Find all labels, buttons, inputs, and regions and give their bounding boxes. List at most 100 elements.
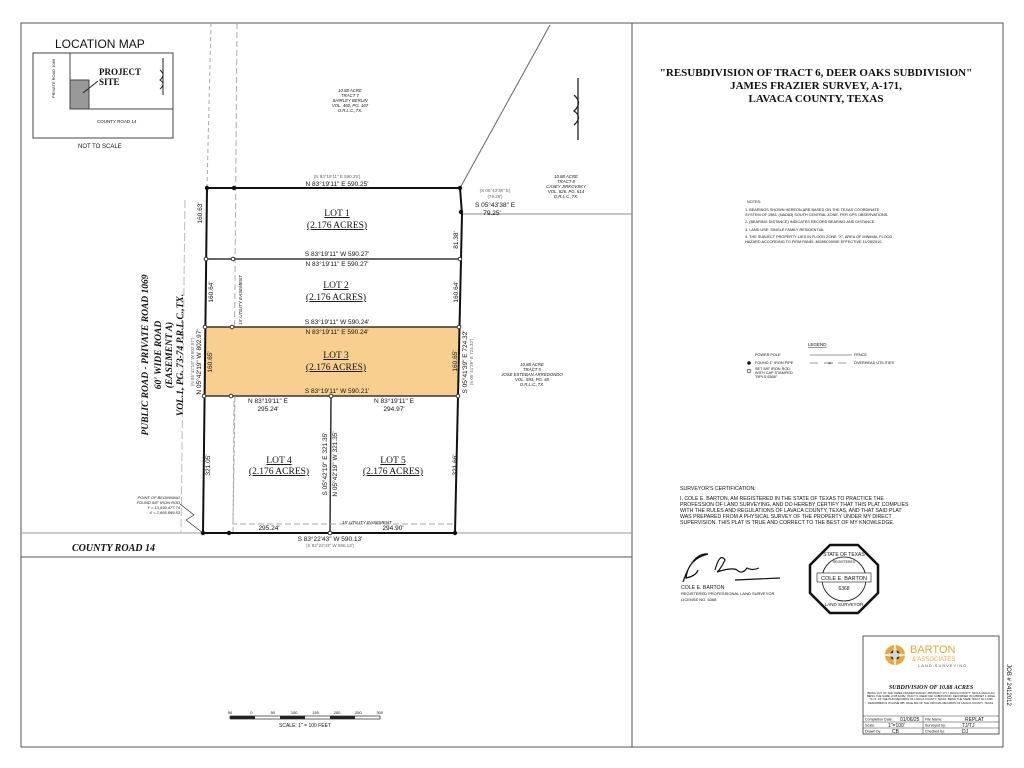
svg-text:BARTON: BARTON	[910, 644, 955, 656]
svg-text:TJ/TJ: TJ/TJ	[962, 723, 975, 729]
svg-text:File Name:: File Name:	[925, 718, 942, 722]
svg-text:6368: 6368	[838, 586, 849, 592]
svg-text:SITE: SITE	[99, 77, 120, 87]
svg-text:Checked by:: Checked by:	[925, 730, 945, 734]
svg-text:S 05°41'39" E 724.32': S 05°41'39" E 724.32'	[461, 330, 469, 393]
svg-text:OH: OH	[828, 361, 833, 365]
svg-text:WITH THE RULES AND REGULATIONS: WITH THE RULES AND REGULATIONS OF LAVACA…	[680, 508, 902, 514]
project-site-marker	[69, 79, 90, 110]
scale-tick-label: 150	[312, 710, 319, 715]
svg-text:VOL. 593, PG. 48: VOL. 593, PG. 48	[515, 377, 550, 382]
svg-text:(EASEMENT A): (EASEMENT A)	[164, 322, 175, 388]
north-arrow-icon	[572, 78, 580, 140]
svg-text:TRACT 7: TRACT 7	[341, 93, 360, 98]
north-arrow-icon	[159, 58, 164, 95]
svg-text:O.R.L.C.,TX.: O.R.L.C.,TX.	[520, 382, 545, 387]
svg-text:S 83°19'11" W 590.24': S 83°19'11" W 590.24'	[305, 318, 369, 326]
svg-text:N 83°19'11" E 590.27': N 83°19'11" E 590.27'	[306, 260, 369, 268]
svg-text:S 05°42'19" E 321.35': S 05°42'19" E 321.35'	[321, 432, 329, 495]
iron-rod-icon	[746, 368, 752, 374]
iron-pipe-icon	[747, 361, 751, 365]
svg-text:294.97': 294.97'	[383, 406, 404, 413]
svg-text:POWER POLE: POWER POLE	[755, 353, 781, 357]
scale-tick-label: 300	[376, 710, 383, 715]
svg-text:VOL. 460, PG. 167: VOL. 460, PG. 167	[332, 103, 369, 108]
svg-text:(2.176 ACRES): (2.176 ACRES)	[249, 466, 309, 477]
lot-3-highlight	[204, 327, 459, 396]
svg-text:& ASSOCIATES: & ASSOCIATES	[912, 657, 955, 663]
svg-text:(2.176 ACRES): (2.176 ACRES)	[306, 292, 366, 303]
svg-text:Y = 13,639,477.74: Y = 13,639,477.74	[147, 505, 181, 510]
svg-text:Drawn by:: Drawn by:	[865, 730, 881, 734]
svg-text:S 05°43'38" E: S 05°43'38" E	[475, 201, 516, 209]
svg-text:(S 83°22'43" W 590.13'): (S 83°22'43" W 590.13')	[306, 543, 354, 548]
property-boundary	[201, 187, 464, 534]
svg-text:VOL. 826, PG. 614: VOL. 826, PG. 614	[548, 189, 585, 194]
svg-text:DJ: DJ	[962, 729, 969, 735]
svg-text:160.64': 160.64'	[453, 281, 460, 302]
svg-text:N 83°19'11" E: N 83°19'11" E	[248, 397, 289, 405]
svg-text:160.65': 160.65'	[207, 351, 214, 372]
svg-text:295.24': 295.24'	[258, 525, 279, 532]
lot-5-label: LOT 5	[380, 456, 406, 466]
svg-text:79.25': 79.25'	[483, 210, 501, 217]
svg-text:N 83°19'11" E 590.25': N 83°19'11" E 590.25'	[306, 180, 369, 188]
scale-tick-label: 50	[228, 710, 233, 715]
lot-1-label: LOT 1	[324, 209, 350, 219]
svg-text:01/06/25: 01/06/25	[900, 717, 920, 723]
svg-text:160.65': 160.65'	[452, 350, 459, 371]
svg-text:N 83°19'11" E: N 83°19'11" E	[374, 397, 415, 405]
svg-text:(N 05°42'19" W 802.97'): (N 05°42'19" W 802.97')	[190, 337, 195, 386]
svg-text:10.88 ACRE: 10.88 ACRE	[338, 88, 362, 93]
signature	[682, 553, 781, 583]
svg-text:SURVEYOR'S CERTIFICATION:: SURVEYOR'S CERTIFICATION:	[680, 486, 756, 492]
svg-text:PROJECT: PROJECT	[99, 67, 141, 77]
svg-text:TRACT 5: TRACT 5	[523, 367, 542, 372]
scale-tick-label: 100	[291, 710, 298, 715]
plat-title: "RESUBDIVISION OF TRACT 6, DEER OAKS SUB…	[660, 67, 972, 79]
scale-tick-label: 250	[355, 710, 362, 715]
svg-text:N 83°19'11" E 590.24': N 83°19'11" E 590.24'	[306, 328, 369, 336]
svg-text:321.05': 321.05'	[205, 454, 212, 475]
job-number: JOB # 2412012	[1005, 664, 1011, 706]
svg-text:SUPERVISION. THIS PLAT IS TR: SUPERVISION. THIS PLAT IS TRUE AND CORRE…	[680, 520, 894, 526]
svg-text:N 05°42'19" W 321.35': N 05°42'19" W 321.35'	[331, 431, 339, 496]
svg-text:Scale:: Scale:	[865, 724, 875, 728]
svg-text:1"=100': 1"=100'	[888, 723, 905, 729]
svg-text:JOSE ESTEBAN ARREDONDO: JOSE ESTEBAN ARREDONDO	[500, 372, 563, 377]
svg-text:160.63': 160.63'	[197, 202, 204, 223]
svg-text:WAS PREPARED FROM A PHYSICAL S: WAS PREPARED FROM A PHYSICAL SURVEY OF T…	[680, 514, 893, 520]
lot-2-label: LOT 2	[323, 281, 349, 291]
svg-text:REGISTERED PROFESSIONAL LAND S: REGISTERED PROFESSIONAL LAND SURVEYOR	[681, 591, 774, 596]
svg-text:CASEY JIRKOVSKY: CASEY JIRKOVSKY	[546, 184, 587, 189]
svg-text:X = 2,665,899.53: X = 2,665,899.53	[148, 510, 180, 515]
svg-text:81.38': 81.38'	[453, 231, 460, 249]
svg-text:Surveyed by:: Surveyed by:	[925, 724, 946, 728]
svg-text:NOTES:: NOTES:	[747, 200, 761, 204]
svg-text:S 83°19'11" W 590.21': S 83°19'11" W 590.21'	[305, 387, 369, 395]
svg-text:(2.176 ACRES): (2.176 ACRES)	[363, 466, 423, 477]
svg-text:PROFESSION OF LAND SURVEYING,: PROFESSION OF LAND SURVEYING, AND DO HER…	[680, 502, 909, 508]
svg-text:(N 83°19'11" E 590.25'): (N 83°19'11" E 590.25')	[314, 174, 361, 179]
svg-text:S 83°22'43" W 590.13': S 83°22'43" W 590.13'	[298, 535, 363, 543]
lot-4-label: LOT 4	[266, 456, 292, 466]
svg-text:CB: CB	[892, 729, 900, 735]
surveyor-certification: SURVEYOR'S CERTIFICATION: I, COLE E. BAR…	[680, 486, 909, 602]
svg-text:"RPLS 6368": "RPLS 6368"	[755, 375, 778, 379]
svg-text:Completion Date:: Completion Date:	[865, 718, 893, 722]
svg-text:PRIVATE ROAD 1069: PRIVATE ROAD 1069	[51, 58, 56, 98]
location-map-title: LOCATION MAP	[55, 37, 145, 51]
svg-text:LAVACA COUNTY, TEXAS: LAVACA COUNTY, TEXAS	[748, 93, 883, 105]
svg-text:FOUND 5/8" IRON ROD: FOUND 5/8" IRON ROD	[137, 500, 181, 505]
svg-text:N 05°42'19" W 802.97': N 05°42'19" W 802.97'	[195, 329, 203, 394]
svg-text:COUNTY ROAD 14: COUNTY ROAD 14	[97, 119, 137, 124]
svg-text:60' WIDE ROAD: 60' WIDE ROAD	[154, 321, 164, 390]
svg-text:TRACT 8: TRACT 8	[557, 179, 576, 184]
surveyor-seal: COLE E. BARTON STATE OF TEXAS REGISTERED…	[808, 543, 880, 615]
svg-text:LEGEND: LEGEND	[808, 342, 827, 347]
svg-text:294.90': 294.90'	[382, 525, 403, 532]
svg-text:(2.176 ACRES): (2.176 ACRES)	[307, 220, 367, 231]
svg-text:S 83°19'11" W 590.27': S 83°19'11" W 590.27'	[305, 250, 369, 258]
notes: NOTES: 1. BEARINGS SHOWN HEREON ARE BASE…	[745, 200, 892, 244]
